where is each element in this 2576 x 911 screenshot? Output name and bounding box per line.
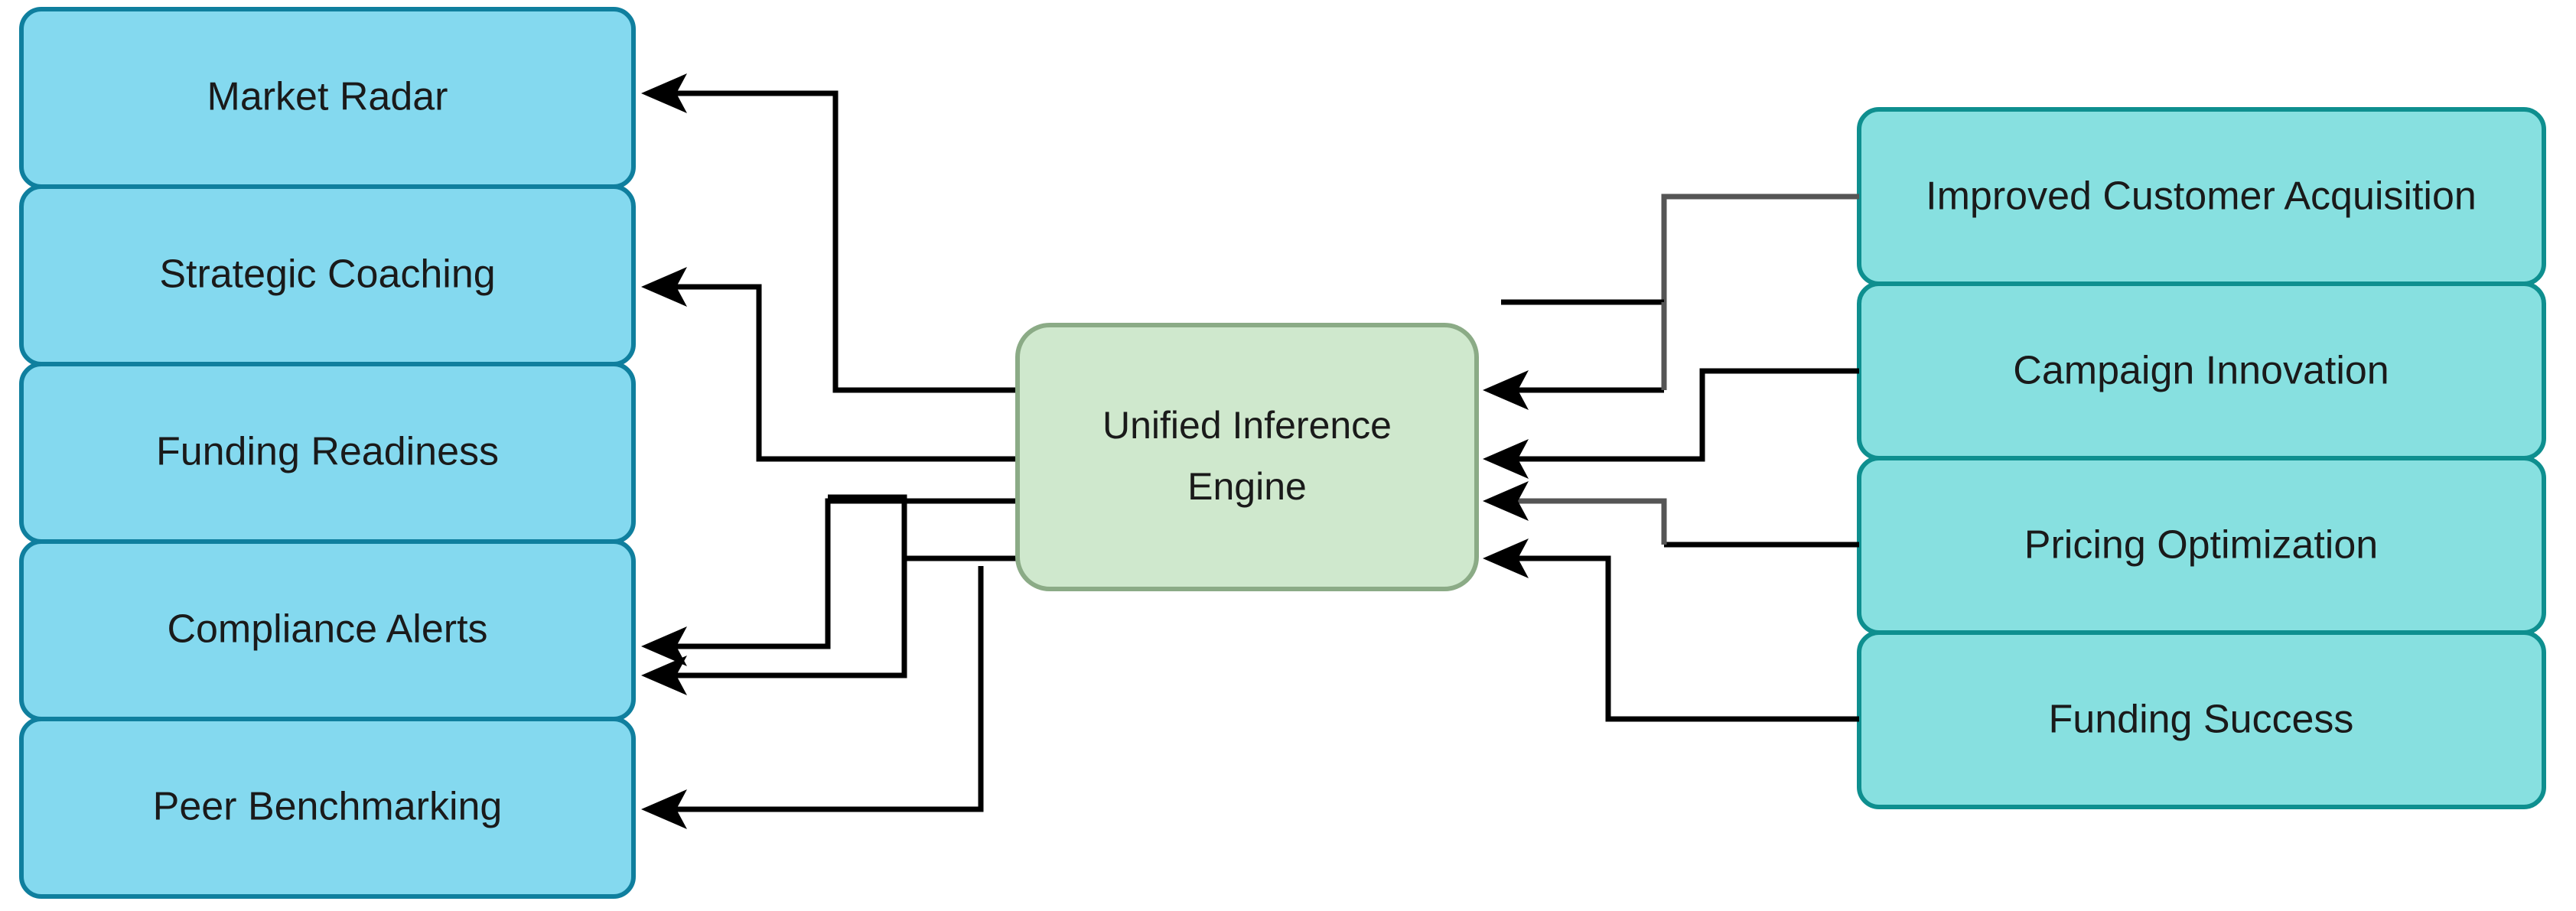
left-node-label: Peer Benchmarking	[153, 785, 503, 829]
arrow-head-engine-in-1	[1483, 370, 1529, 410]
center-node-label-line1: Unified Inference	[1102, 404, 1392, 447]
right-node-campaign-innovation[interactable]: Campaign Innovation	[1857, 281, 2546, 460]
edge-engine-to-compliance-alerts-stub[interactable]	[828, 494, 1018, 561]
left-node-label: Compliance Alerts	[167, 607, 487, 652]
left-node-strategic-coaching[interactable]: Strategic Coaching	[19, 184, 636, 366]
edge-campaign-innovation[interactable]	[1501, 368, 1859, 462]
left-node-box[interactable]	[19, 717, 636, 899]
left-node-label: Strategic Coaching	[159, 252, 495, 297]
arrow-head-compliance-alerts	[641, 656, 687, 695]
edge-engine-to-strategic-coaching[interactable]	[659, 284, 1018, 462]
arrow-head-engine-in-2	[1483, 439, 1529, 479]
edge-pricing-optimization-in[interactable]	[1501, 498, 1667, 545]
arrow-head-engine-in-3	[1483, 481, 1529, 521]
left-node-label: Market Radar	[207, 75, 448, 119]
edge-engine-to-compliance-alerts[interactable]	[659, 558, 907, 678]
left-node-market-radar[interactable]: Market Radar	[19, 7, 636, 189]
left-node-funding-readiness[interactable]: Funding Readiness	[19, 362, 636, 544]
arrow-head-peer-benchmarking	[641, 789, 687, 829]
left-node-compliance-alerts[interactable]: Compliance Alerts	[19, 539, 636, 721]
arrow-head-market-radar	[641, 73, 687, 113]
right-node-improved-customer-acquisition[interactable]: Improved Customer Acquisition	[1857, 107, 2546, 286]
right-node-label: Improved Customer Acquisition	[1926, 174, 2477, 219]
left-node-label: Funding Readiness	[156, 430, 499, 474]
edges-center-to-left	[641, 73, 1018, 829]
edges-right-to-center	[1483, 194, 1859, 722]
right-node-pricing-optimization[interactable]: Pricing Optimization	[1857, 456, 2546, 635]
right-node-label: Funding Success	[2049, 698, 2354, 742]
center-node-box[interactable]	[1015, 323, 1479, 591]
left-column-group: Market Radar Strategic Coaching Funding …	[19, 7, 636, 899]
edge-improved-customer-acquisition-vert[interactable]	[1661, 194, 1859, 302]
edge-engine-to-peer-benchmarking[interactable]	[659, 566, 984, 812]
arrow-head-engine-in-4	[1483, 538, 1529, 578]
arrow-head-funding-readiness	[641, 626, 687, 666]
arrow-head-strategic-coaching	[641, 267, 687, 307]
edge-engine-to-funding-readiness[interactable]	[659, 498, 1018, 649]
right-node-label: Campaign Innovation	[2013, 349, 2389, 393]
edge-funding-success[interactable]	[1501, 555, 1859, 722]
center-node-unified-inference-engine[interactable]: Unified Inference Engine	[1015, 323, 1479, 591]
right-column-group: Improved Customer Acquisition Campaign I…	[1857, 107, 2546, 809]
left-node-peer-benchmarking[interactable]: Peer Benchmarking	[19, 717, 636, 899]
center-node-label-line2: Engine	[1187, 465, 1307, 508]
right-node-label: Pricing Optimization	[2024, 523, 2378, 568]
edge-engine-to-market-radar[interactable]	[659, 90, 1018, 393]
right-node-funding-success[interactable]: Funding Success	[1857, 630, 2546, 809]
